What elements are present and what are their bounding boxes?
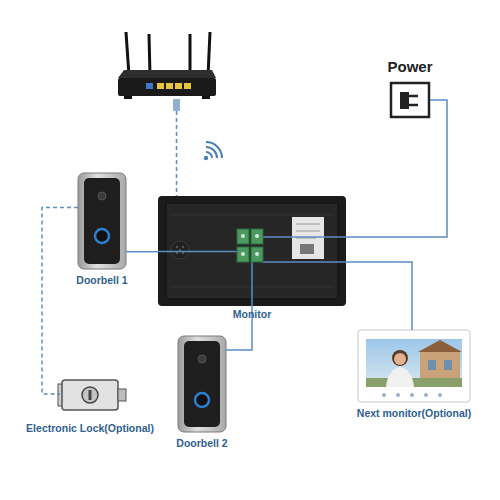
cable [346,262,412,330]
router [118,32,216,111]
router-antenna [189,34,192,76]
router-port [146,83,153,89]
electronic-lock [58,380,126,410]
monitor-back [158,196,346,306]
wifi-arc [206,152,212,158]
wire [262,236,346,238]
doorbell-face [84,178,120,264]
doorbell-camera [78,173,126,269]
camera-lens [198,355,206,363]
plug-body [400,92,409,109]
network-plug [173,99,180,111]
router-body [118,78,216,96]
terminal-screw [255,252,259,256]
power-outlet [391,83,429,117]
indoor-monitor [358,330,470,402]
monitor-icon [396,393,400,397]
router-antenna [126,32,129,76]
monitor-frame [358,330,470,402]
monitor-icon [382,393,386,397]
monitor-wiring [158,237,346,306]
call-button [195,393,209,407]
device-node: Doorbell 1 [78,173,126,269]
wire [251,262,253,306]
sticker-line [296,231,320,232]
device-label: Power [387,58,432,76]
monitor-icon [438,393,442,397]
lock-cylinder [82,387,98,403]
outlet-frame [391,83,429,117]
terminal-screw [241,252,245,256]
device-label: Electronic Lock(Optional) [26,422,154,435]
screen-person-hair [392,350,408,366]
device-label: Monitor [233,308,272,321]
speaker-hole [182,246,184,248]
cable [42,208,78,394]
screen-roof [418,340,462,352]
device-node: Next monitor(Optional) [358,330,470,402]
terminal-screw [255,234,259,238]
screen-person-face [394,353,406,365]
terminal [237,229,249,244]
speaker-grill [171,241,189,259]
wifi-symbol [204,142,222,160]
call-button [95,229,109,243]
device-label: Doorbell 1 [76,274,127,287]
wifi-dot [204,156,208,160]
doorbell-frame [178,336,226,432]
device-node: Monitor [158,196,346,306]
screen-ground [366,378,462,387]
wifi-arc [206,142,222,158]
router-port [184,83,191,89]
router-port [157,83,164,89]
camera-lens [98,192,106,200]
doorbell-face [184,341,220,427]
screen-window [444,360,452,370]
monitor-screen [366,339,462,387]
router-port [175,83,182,89]
router-foot [124,96,132,99]
key-slot [89,390,92,400]
router-antenna [208,32,210,76]
cable [126,251,158,253]
sticker-code [300,244,314,254]
screen-person-body [386,367,414,387]
device-node: Electronic Lock(Optional) [60,378,120,410]
doorbell-frame [78,173,126,269]
terminal-screw [241,234,245,238]
monitor-rib [170,215,334,216]
router-antenna [149,34,150,76]
screen-window [428,360,436,370]
sticker-line [296,224,320,225]
device-label: Next monitor(Optional) [357,407,471,420]
monitor-icon [410,393,414,397]
device-label: Doorbell 2 [176,437,227,450]
plug-prong [409,104,418,107]
plug-prong [409,95,418,98]
spec-sticker [292,217,324,259]
lock-bolt [118,389,126,401]
router-port [166,83,173,89]
terminal [251,247,263,262]
terminal-block [237,229,263,262]
wire [262,261,346,263]
doorbell-camera [178,336,226,432]
terminal [237,247,249,262]
speaker-hole [176,246,178,248]
device-node: Power [390,82,430,118]
cable [346,100,447,237]
monitor-case [158,196,346,306]
wire [158,251,238,253]
lock-body [62,380,118,410]
device-node: Doorbell 2 [178,336,226,432]
router-top [118,70,216,78]
terminal [251,229,263,244]
wifi-arc [206,147,217,158]
router-foot [202,96,210,99]
monitor-icon [424,393,428,397]
